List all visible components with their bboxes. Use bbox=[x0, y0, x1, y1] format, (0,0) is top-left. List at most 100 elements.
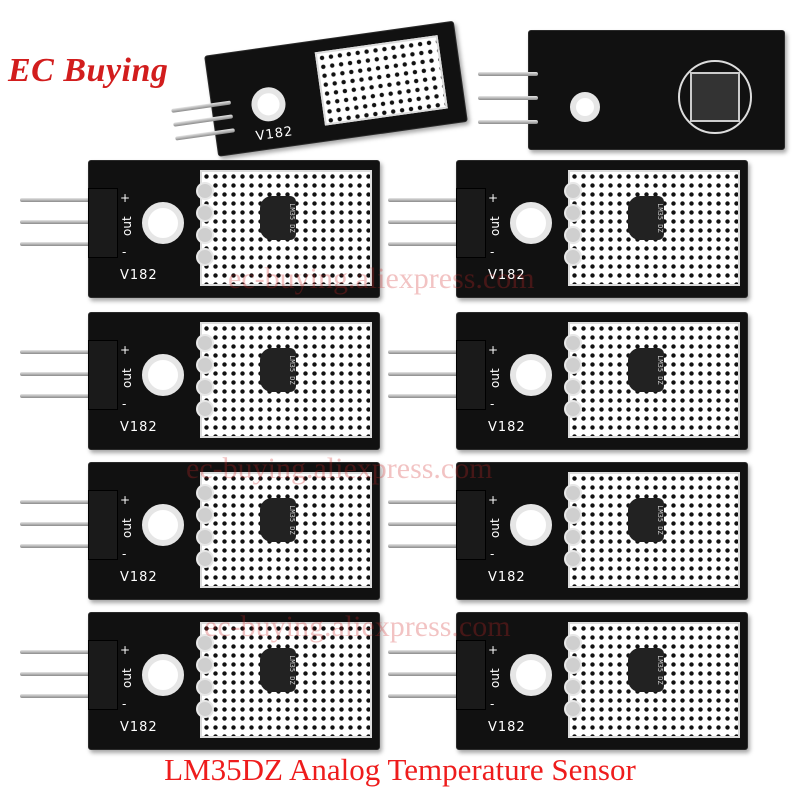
pin-header bbox=[456, 340, 486, 410]
solder-pad bbox=[196, 204, 214, 222]
version-label: V182 bbox=[120, 570, 158, 585]
solder-pad bbox=[196, 378, 214, 396]
sensor-module: + out - V182 LM35 DZ bbox=[20, 612, 380, 750]
version-label: V182 bbox=[120, 720, 158, 735]
header-pin bbox=[20, 650, 100, 654]
header-pin bbox=[388, 672, 468, 676]
plus-label: + bbox=[120, 343, 131, 357]
mounting-hole bbox=[510, 654, 552, 696]
header-pin bbox=[388, 242, 468, 246]
minus-label: - bbox=[490, 547, 495, 561]
minus-label: - bbox=[122, 697, 127, 711]
sensor-chip bbox=[690, 72, 740, 122]
sensor-module: + out - V182 LM35 DZ bbox=[20, 160, 380, 298]
sensor-module: + out - V182 LM35 DZ bbox=[388, 612, 748, 750]
minus-label: - bbox=[122, 245, 127, 259]
plus-label: + bbox=[120, 493, 131, 507]
sensor-module: + out - V182 LM35 DZ bbox=[388, 160, 748, 298]
mounting-hole bbox=[142, 202, 184, 244]
solder-pad bbox=[564, 506, 582, 524]
solder-pad bbox=[564, 634, 582, 652]
header-pin bbox=[20, 522, 100, 526]
plus-label: + bbox=[488, 191, 499, 205]
solder-pad bbox=[564, 182, 582, 200]
header-pin bbox=[388, 372, 468, 376]
solder-pad bbox=[564, 700, 582, 718]
out-label: out bbox=[488, 518, 502, 538]
solder-pad bbox=[196, 248, 214, 266]
plus-label: + bbox=[120, 191, 131, 205]
header-pin bbox=[20, 372, 100, 376]
header-pin bbox=[478, 72, 538, 76]
header-pin bbox=[388, 544, 468, 548]
out-label: out bbox=[488, 668, 502, 688]
out-label: out bbox=[120, 668, 134, 688]
plus-label: + bbox=[488, 343, 499, 357]
mounting-hole bbox=[570, 92, 600, 122]
header-pin bbox=[20, 350, 100, 354]
sensor-outline bbox=[678, 60, 752, 134]
mounting-hole bbox=[142, 504, 184, 546]
lm35-sensor: LM35 DZ bbox=[260, 648, 296, 692]
watermark: ec-buying.aliexpress.com bbox=[228, 262, 535, 295]
sensor-module: + out - V182 LM35 DZ bbox=[388, 312, 748, 450]
out-label: out bbox=[120, 368, 134, 388]
lm35-sensor: LM35 DZ bbox=[260, 196, 296, 240]
solder-pad bbox=[196, 528, 214, 546]
pin-header bbox=[456, 640, 486, 710]
lm35-sensor: LM35 DZ bbox=[628, 648, 664, 692]
solder-pad bbox=[196, 700, 214, 718]
version-label: V182 bbox=[488, 420, 526, 435]
header-pin bbox=[20, 394, 100, 398]
version-label: V182 bbox=[120, 268, 158, 283]
minus-label: - bbox=[122, 397, 127, 411]
solder-pad bbox=[196, 484, 214, 502]
header-pin bbox=[388, 522, 468, 526]
solder-pad bbox=[196, 356, 214, 374]
mounting-hole bbox=[510, 354, 552, 396]
mounting-hole bbox=[510, 504, 552, 546]
pin-header bbox=[88, 340, 118, 410]
pin-header bbox=[88, 640, 118, 710]
header-pin bbox=[478, 96, 538, 100]
solder-pad bbox=[564, 378, 582, 396]
plus-label: + bbox=[120, 643, 131, 657]
solder-pad bbox=[564, 204, 582, 222]
sensor-module-angled: V182 bbox=[163, 10, 477, 171]
header-pin bbox=[388, 220, 468, 224]
sensor-module: + out - V182 LM35 DZ bbox=[388, 462, 748, 600]
solder-pad bbox=[564, 356, 582, 374]
lm35-sensor: LM35 DZ bbox=[628, 196, 664, 240]
out-label: out bbox=[488, 368, 502, 388]
solder-pad bbox=[564, 400, 582, 418]
product-caption: LM35DZ Analog Temperature Sensor bbox=[164, 752, 636, 787]
lm35-sensor: LM35 DZ bbox=[628, 348, 664, 392]
version-label: V182 bbox=[120, 420, 158, 435]
header-pin bbox=[388, 650, 468, 654]
solder-pad bbox=[564, 334, 582, 352]
out-label: out bbox=[120, 518, 134, 538]
solder-pad bbox=[196, 400, 214, 418]
sensor-module: + out - V182 LM35 DZ bbox=[20, 462, 380, 600]
solder-pad bbox=[564, 550, 582, 568]
version-label: V182 bbox=[488, 720, 526, 735]
mounting-hole bbox=[142, 354, 184, 396]
header-pin bbox=[20, 220, 100, 224]
minus-label: - bbox=[122, 547, 127, 561]
lm35-sensor: LM35 DZ bbox=[260, 498, 296, 542]
plus-label: + bbox=[488, 493, 499, 507]
watermark: ec-buying.aliexpress.com bbox=[204, 610, 511, 643]
solder-pad bbox=[564, 484, 582, 502]
solder-pad bbox=[196, 182, 214, 200]
minus-label: - bbox=[490, 697, 495, 711]
solder-pad bbox=[196, 550, 214, 568]
header-pin bbox=[388, 500, 468, 504]
solder-pad bbox=[564, 248, 582, 266]
version-label: V182 bbox=[488, 570, 526, 585]
plus-label: + bbox=[488, 643, 499, 657]
header-pin bbox=[20, 242, 100, 246]
brand-logo: EC Buying bbox=[8, 52, 169, 89]
header-pin bbox=[20, 672, 100, 676]
lm35-sensor: LM35 DZ bbox=[260, 348, 296, 392]
pin-header bbox=[88, 490, 118, 560]
